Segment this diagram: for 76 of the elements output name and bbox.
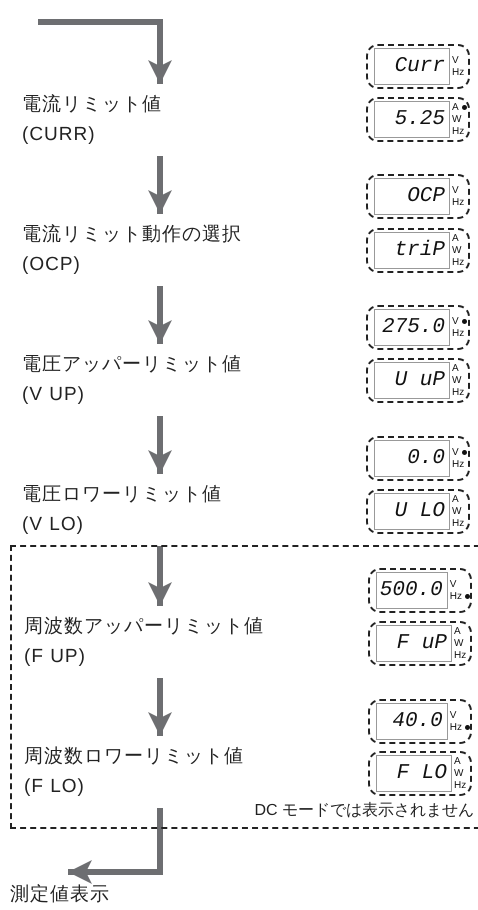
display-panel bbox=[366, 97, 470, 142]
note-text: DC モードでは表示されません bbox=[254, 800, 474, 821]
segment-readout: 5.25 bbox=[374, 101, 450, 138]
unit-label: A bbox=[452, 494, 459, 506]
display-panel bbox=[366, 436, 470, 481]
segment-readout: 500.0 bbox=[376, 572, 448, 609]
display-panel bbox=[368, 568, 472, 613]
segment-readout: triP bbox=[374, 232, 450, 269]
unit-label: A bbox=[452, 362, 459, 374]
step-code: (V UP) bbox=[22, 383, 86, 407]
unit-label: A bbox=[454, 626, 461, 638]
step-code: (F UP) bbox=[24, 645, 87, 669]
display-panel bbox=[366, 228, 470, 273]
unit-label: W bbox=[454, 768, 464, 780]
unit-label: Hz bbox=[452, 256, 464, 268]
unit-label: W bbox=[452, 244, 462, 256]
unit-label: Hz bbox=[450, 590, 462, 602]
step-label: 電流リミット動作の選択 bbox=[22, 223, 242, 247]
step-code: (F LO) bbox=[24, 775, 86, 799]
unit-label: Hz bbox=[452, 66, 464, 78]
segment-readout: U uP bbox=[374, 362, 450, 399]
step-label: 電流リミット値 bbox=[22, 93, 162, 117]
step-label: 電圧アッパーリミット値 bbox=[22, 353, 242, 377]
flow-arrow bbox=[148, 678, 172, 736]
unit-label: Hz bbox=[452, 386, 464, 398]
unit-label: W bbox=[454, 638, 464, 650]
step-label: 周波数アッパーリミット値 bbox=[24, 615, 264, 639]
display-panel bbox=[366, 174, 470, 219]
unit-label: Hz bbox=[450, 722, 462, 734]
step-label: 周波数ロワーリミット値 bbox=[24, 745, 244, 769]
step-code: (V LO) bbox=[22, 513, 85, 537]
display-panel bbox=[366, 489, 470, 534]
display-panel bbox=[368, 621, 472, 666]
display-panel bbox=[366, 44, 470, 89]
unit-label: Hz bbox=[452, 518, 464, 530]
unit-label: Hz bbox=[452, 126, 464, 138]
unit-label: W bbox=[452, 506, 462, 518]
flow-arrow bbox=[148, 546, 172, 606]
unit-label: V bbox=[450, 710, 456, 722]
display-panel bbox=[366, 305, 470, 350]
display-panel bbox=[366, 358, 470, 403]
unit-label: A bbox=[454, 756, 461, 768]
segment-readout: F LO bbox=[376, 755, 452, 792]
unit-label: V bbox=[450, 578, 456, 590]
unit-label: Hz bbox=[452, 458, 464, 470]
flow-arrow bbox=[38, 19, 172, 84]
flow-arrow bbox=[148, 156, 172, 214]
unit-label: Hz bbox=[452, 328, 464, 340]
step-label: 測定値表示 bbox=[10, 883, 110, 907]
unit-label: Hz bbox=[454, 780, 466, 792]
flow-arrow bbox=[68, 808, 163, 884]
segment-readout: F uP bbox=[376, 625, 452, 662]
display-panel bbox=[368, 699, 472, 744]
unit-label: V bbox=[452, 184, 459, 196]
flow-arrow bbox=[148, 416, 172, 474]
step-code: (OCP) bbox=[22, 253, 82, 277]
unit-label: W bbox=[452, 374, 462, 386]
segment-readout: 0.0 bbox=[374, 440, 450, 477]
segment-readout: U LO bbox=[374, 493, 450, 530]
unit-label: A bbox=[452, 102, 459, 114]
unit-label: V bbox=[452, 316, 459, 328]
unit-label: Hz bbox=[452, 196, 464, 208]
unit-label: V bbox=[452, 446, 459, 458]
segment-readout: OCP bbox=[374, 178, 450, 215]
segment-readout: 40.0 bbox=[376, 703, 448, 740]
step-code: (CURR) bbox=[22, 123, 97, 147]
unit-label: Hz bbox=[454, 650, 466, 662]
flow-arrow bbox=[148, 286, 172, 344]
segment-readout: 275.0 bbox=[374, 309, 450, 346]
unit-label: W bbox=[452, 114, 462, 126]
unit-label: V bbox=[452, 54, 459, 66]
unit-label: A bbox=[452, 232, 459, 244]
step-label: 電圧ロワーリミット値 bbox=[22, 483, 222, 507]
dashed-group-frame bbox=[10, 545, 478, 829]
segment-readout: Curr bbox=[374, 48, 450, 85]
display-panel bbox=[368, 751, 472, 796]
